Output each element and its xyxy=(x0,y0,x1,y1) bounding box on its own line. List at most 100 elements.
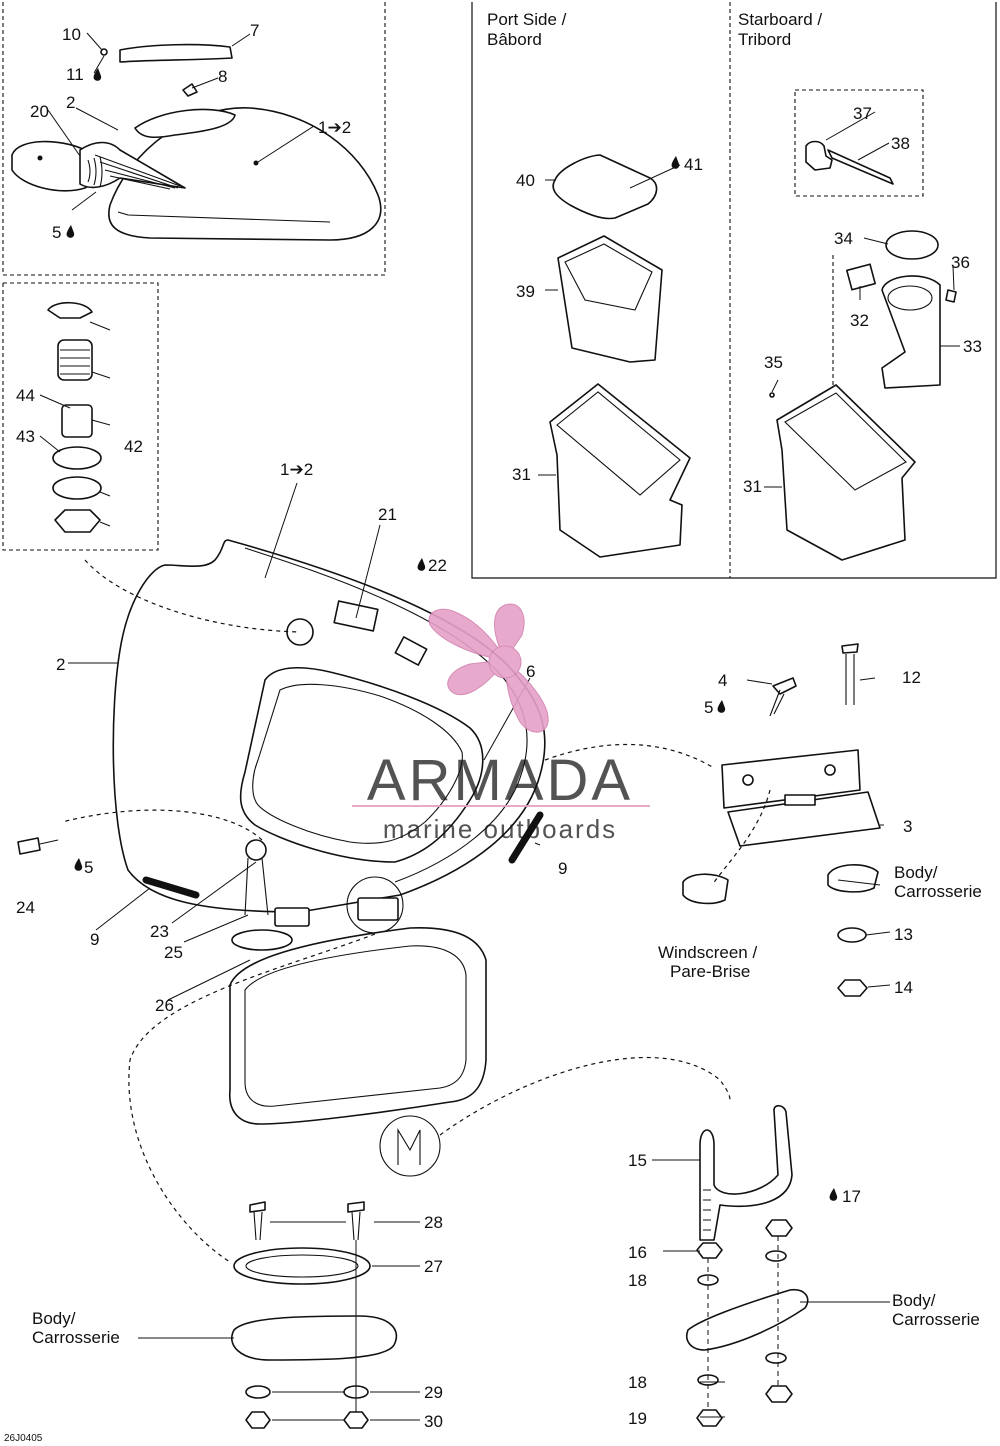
propeller-logo xyxy=(428,603,549,733)
plate-32-part xyxy=(846,263,876,291)
callout-11: 11 xyxy=(66,65,84,84)
callout-38: 38 xyxy=(891,134,910,153)
dot-20 xyxy=(37,155,43,161)
callout-21: 21 xyxy=(378,505,397,524)
callout-20: 20 xyxy=(30,102,49,121)
hatch-handle-part xyxy=(119,43,233,63)
armada-watermark: ARMADA marine outboards xyxy=(352,603,650,844)
screw-28-a-shank xyxy=(253,1211,263,1241)
port-side-fr-label: Bâbord xyxy=(487,30,542,49)
box-31-star-rim xyxy=(784,392,907,491)
hatch-handle-recess xyxy=(134,108,236,139)
bellows-ribs xyxy=(87,154,181,190)
callout-40: 40 xyxy=(516,171,535,190)
starboard-label: Starboard / xyxy=(738,10,822,29)
body-left-fr-label: Carrosserie xyxy=(32,1328,120,1347)
lid-6-inner xyxy=(244,945,467,1107)
screw-12-head xyxy=(841,643,859,654)
frames xyxy=(2,2,997,579)
ring-27-inner xyxy=(245,1254,359,1278)
callout-42: 42 xyxy=(124,437,143,456)
curve-screw-24 xyxy=(61,809,263,841)
callout-5-top: 5 xyxy=(52,223,61,242)
callout-14: 14 xyxy=(894,978,913,997)
clip-8-part xyxy=(182,83,198,97)
hinge-a-part xyxy=(274,907,310,927)
seal-9-left xyxy=(142,876,200,899)
screw-28-a xyxy=(249,1201,266,1213)
callout-2-top: 2 xyxy=(66,93,75,112)
clip-detail xyxy=(397,1128,421,1165)
body-right-2-fr-label: Carrosserie xyxy=(892,1310,980,1329)
callout-44: 44 xyxy=(16,386,35,405)
callout-34: 34 xyxy=(834,229,853,248)
ring-27-part xyxy=(233,1247,371,1285)
lock-threads xyxy=(60,349,90,375)
hinge-b-part xyxy=(357,897,399,921)
u-bolt-threads xyxy=(703,1189,711,1231)
body-right-2-label: Body/ xyxy=(892,1291,936,1310)
grommet-26-part xyxy=(231,929,293,951)
bellows-2-part xyxy=(79,141,186,189)
hatch-cover-edge xyxy=(117,211,331,223)
drop-icon-5-hinge xyxy=(717,700,726,713)
callout-15: 15 xyxy=(628,1151,647,1170)
callout-29: 29 xyxy=(424,1383,443,1402)
port-side-label: Port Side / xyxy=(487,10,567,29)
curve-to-hinge xyxy=(544,743,715,769)
connector-curves xyxy=(61,559,771,1263)
callout-12: 12 xyxy=(902,668,921,687)
u-bolt-15-part xyxy=(699,1104,793,1241)
curve-to-windscreen xyxy=(711,789,771,886)
lid-6-part xyxy=(229,927,487,1125)
screw-10-part xyxy=(100,48,108,56)
callout-13: 13 xyxy=(894,925,913,944)
callout-17: 17 xyxy=(842,1187,861,1206)
box-31-port-part xyxy=(549,383,691,558)
drop-icon-5-left xyxy=(74,858,83,871)
callout-2-side: 2 xyxy=(56,655,65,674)
washer-13-part xyxy=(837,927,867,943)
lock-nut-part xyxy=(54,509,101,533)
screw-4-thread xyxy=(769,689,785,717)
callout-27: 27 xyxy=(424,1257,443,1276)
lock-37-part xyxy=(805,140,833,171)
screw-24-part xyxy=(17,837,41,855)
callout-5-hinge: 5 xyxy=(704,698,713,717)
bushing-44-part xyxy=(61,404,93,438)
hinge-knuckle xyxy=(784,794,816,806)
callout-7: 7 xyxy=(250,21,259,40)
washer-2-part xyxy=(52,476,102,500)
lock-key-head-part xyxy=(47,301,93,319)
lid-40-part xyxy=(552,154,658,220)
drop-icon-11 xyxy=(93,68,102,81)
callout-25: 25 xyxy=(164,943,183,962)
nut-14-part xyxy=(837,979,868,997)
holder-33-ring xyxy=(887,285,933,311)
hinge-hole-2 xyxy=(824,764,836,776)
bin-39-inner xyxy=(564,243,653,311)
nut-16-part xyxy=(696,1242,723,1259)
screw-12-shank xyxy=(845,654,855,705)
clip-detail-circle xyxy=(379,1115,441,1177)
hatch-cover-inset xyxy=(11,43,382,241)
hinge-assembly xyxy=(682,643,881,997)
port-storage xyxy=(549,154,691,558)
windscreen-label: Windscreen / xyxy=(658,943,757,962)
drop-icon-22 xyxy=(417,558,426,571)
curve-to-ring xyxy=(128,933,376,1263)
windscreen-nut xyxy=(682,873,729,905)
curve-to-ubolt xyxy=(439,1056,731,1136)
screw-28-b-shank xyxy=(351,1211,361,1241)
watermark-tagline: marine outboards xyxy=(383,814,617,844)
drop-icon-17 xyxy=(829,1188,838,1201)
body-plate-right xyxy=(686,1288,809,1351)
box-31-port-rim xyxy=(556,391,681,496)
drop-icons xyxy=(66,68,838,1201)
main-assembly xyxy=(17,539,546,1177)
lock-pin-inset-frame xyxy=(794,89,924,197)
callout-31-star: 31 xyxy=(743,477,762,496)
washer-43-part xyxy=(52,446,102,470)
callout-32: 32 xyxy=(850,311,869,330)
